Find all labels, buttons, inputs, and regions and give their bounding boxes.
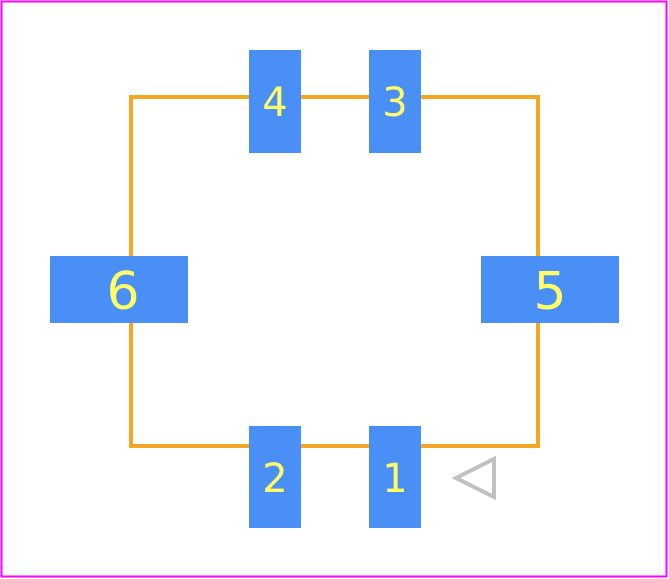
component-outline [129, 95, 540, 448]
triangle-left-icon [451, 455, 496, 501]
pad-4-copper[interactable] [249, 50, 301, 153]
pad-3[interactable]: 3 [369, 50, 421, 153]
pad-3-copper[interactable] [369, 50, 421, 153]
pad-5[interactable]: 5 [481, 256, 619, 323]
pad-5-label: 5 [533, 262, 566, 322]
pad-2[interactable]: 2 [249, 426, 301, 528]
pad-1-copper[interactable] [369, 426, 421, 528]
pad-6-copper[interactable] [50, 256, 188, 323]
pad-1[interactable]: 1 [369, 426, 421, 528]
pad-5-copper[interactable] [481, 256, 619, 323]
pad-2-label: 2 [262, 456, 287, 502]
pad-3-label: 3 [382, 80, 407, 126]
pad-6[interactable]: 6 [50, 256, 188, 323]
pad-2-copper[interactable] [249, 426, 301, 528]
pad-6-label: 6 [106, 262, 139, 322]
pad-4-label: 4 [262, 80, 287, 126]
pad-4[interactable]: 4 [249, 50, 301, 153]
pad-1-label: 1 [382, 456, 407, 502]
